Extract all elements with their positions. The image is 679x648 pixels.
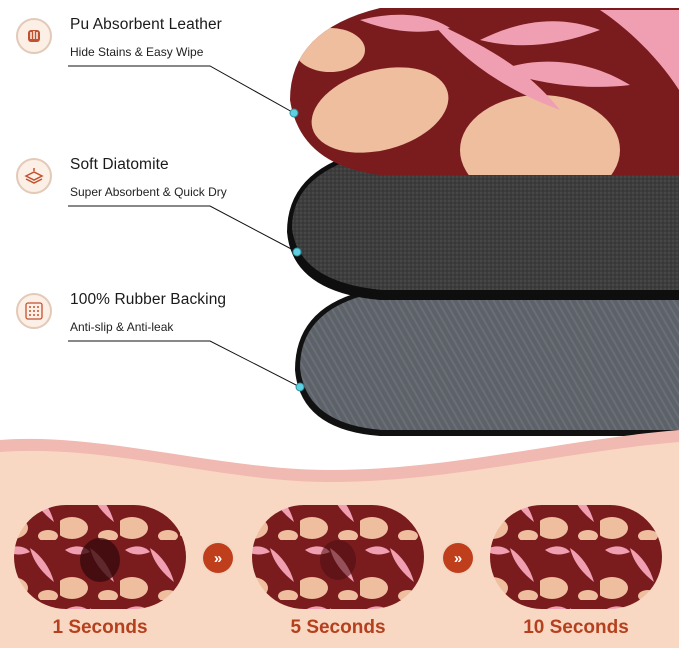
feature-title: Soft Diatomite [70, 156, 169, 173]
feature-soft-diatomite: Soft Diatomite Super Absorbent & Quick D… [14, 154, 294, 234]
feature-title: 100% Rubber Backing [70, 291, 227, 308]
feature-subtitle: Anti-slip & Anti-leak [70, 320, 174, 334]
mat-sample-1s [14, 505, 186, 609]
dot-grid-icon [16, 293, 52, 329]
feature-pu-leather: Pu Absorbent Leather Hide Stains & Easy … [14, 14, 294, 94]
step-label-1: 1 Seconds [52, 617, 148, 638]
chevron-right-icon: » [443, 543, 473, 573]
feature-subtitle: Hide Stains & Easy Wipe [70, 45, 204, 59]
connector-dots [289, 108, 305, 392]
hand-drop-icon [16, 18, 52, 54]
layers-icon [16, 158, 52, 194]
feature-rubber-backing: 100% Rubber Backing Anti-slip & Anti-lea… [14, 289, 294, 369]
step-label-2: 5 Seconds [290, 617, 386, 638]
mat-sample-10s [490, 505, 662, 609]
mat-sample-5s [252, 505, 424, 609]
connector-lines [68, 65, 301, 388]
feature-title: Pu Absorbent Leather [70, 16, 222, 33]
step-label-3: 10 Seconds [523, 617, 629, 638]
feature-subtitle: Super Absorbent & Quick Dry [70, 185, 227, 199]
chevron-right-icon: » [203, 543, 233, 573]
